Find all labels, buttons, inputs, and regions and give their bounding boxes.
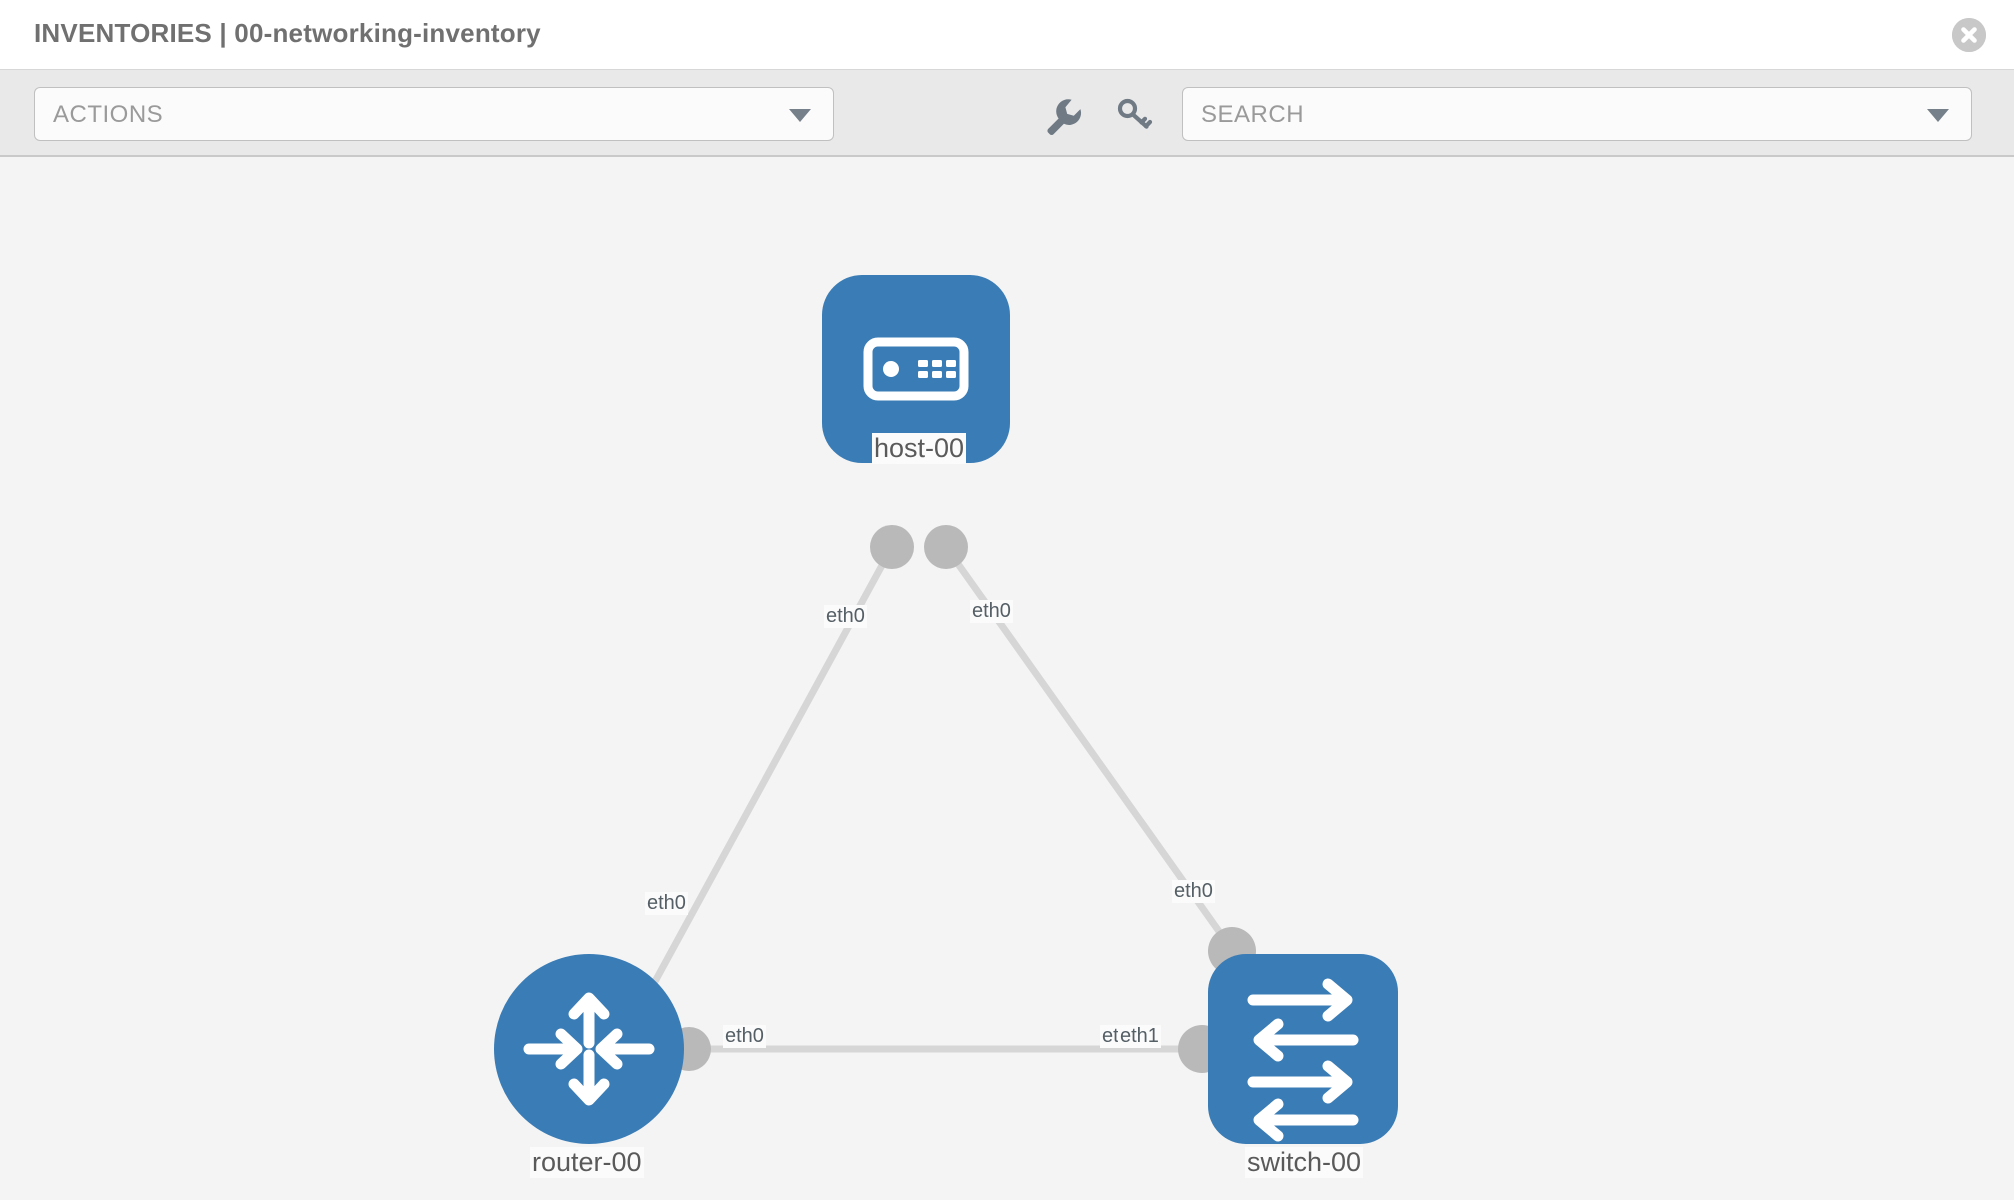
- node-label-host-00: host-00: [872, 433, 967, 464]
- node-router-00: [494, 954, 684, 1144]
- chevron-down-icon[interactable]: [1927, 109, 1949, 122]
- topology-links: [636, 544, 1253, 1053]
- node-label-router-00: router-00: [530, 1147, 644, 1178]
- search-input[interactable]: SEARCH: [1182, 87, 1972, 141]
- node-host-00: [822, 275, 1010, 463]
- topology-graph: [494, 275, 1398, 1144]
- iface-label-router00-eth0: eth0: [723, 1025, 766, 1048]
- topology-canvas[interactable]: host-00 router-00 switch-00 eth0 eth0 et…: [0, 157, 2014, 1200]
- wrench-icon[interactable]: [1040, 92, 1084, 136]
- iface-label-switch00-eth1: eth1: [1118, 1025, 1161, 1048]
- node-label-switch-00: switch-00: [1245, 1147, 1364, 1178]
- connector-host00-eth0-right: [924, 525, 968, 569]
- close-icon[interactable]: [1952, 18, 1986, 52]
- search-placeholder: SEARCH: [1201, 101, 1305, 128]
- actions-dropdown-label: ACTIONS: [53, 101, 164, 128]
- router-arrows-icon: [523, 992, 655, 1106]
- iface-label-switch00-eth0-uplink: eth0: [1172, 880, 1215, 903]
- page-title: INVENTORIES | 00-networking-inventory: [34, 18, 541, 48]
- switch-arrows-icon: [1247, 978, 1359, 1142]
- iface-label-host00-eth0-left: eth0: [824, 605, 867, 628]
- iface-label-router00-eth0-uplink: eth0: [645, 892, 688, 915]
- node-switch-00: [1208, 954, 1398, 1144]
- actions-dropdown[interactable]: ACTIONS: [34, 87, 834, 141]
- iface-label-host00-eth0-right: eth0: [970, 600, 1013, 623]
- server-appliance-icon: [863, 337, 969, 401]
- toolbar: ACTIONS SEARCH: [0, 70, 2014, 157]
- connector-host00-eth0-left: [870, 525, 914, 569]
- key-icon[interactable]: [1112, 92, 1156, 136]
- chevron-down-icon: [789, 109, 811, 122]
- window-header: INVENTORIES | 00-networking-inventory: [0, 0, 2014, 70]
